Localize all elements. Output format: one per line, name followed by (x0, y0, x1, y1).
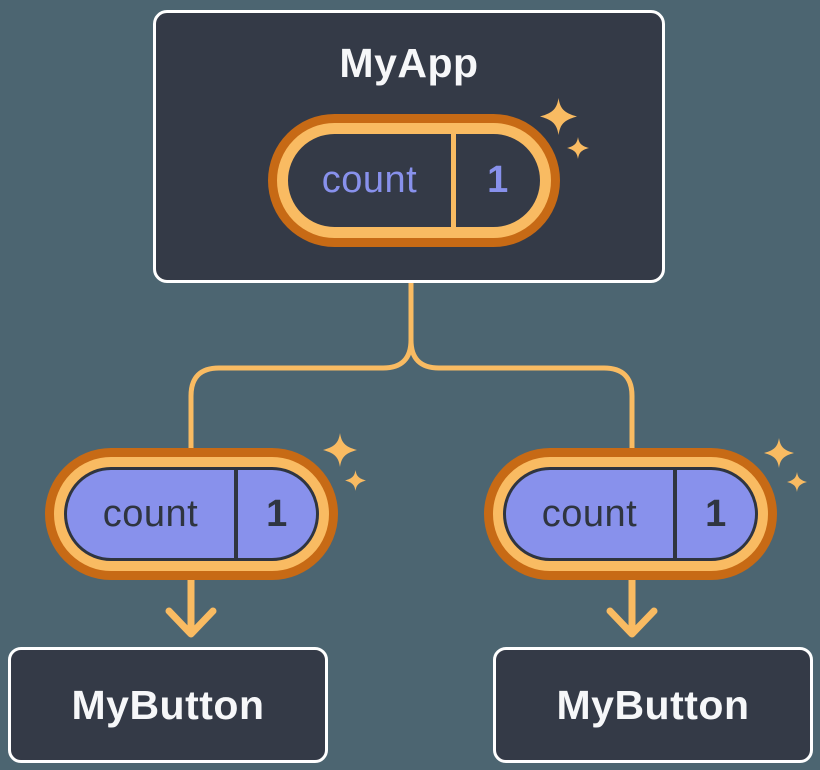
pill-divider (451, 134, 456, 227)
sparkle-icon (540, 98, 577, 135)
state-name-label: count (321, 159, 418, 201)
prop-value: 1 (705, 492, 727, 535)
mybutton-component-box-left: MyButton (8, 647, 328, 763)
prop-pill-body: count 1 (503, 467, 758, 561)
sparkle-icon (345, 470, 366, 491)
branch-left-line (188, 283, 414, 452)
mybutton-prop-pill-right: count 1 (493, 457, 768, 571)
prop-name-label: count (102, 492, 199, 535)
state-value: 1 (487, 159, 509, 201)
prop-pill-body: count 1 (64, 467, 319, 561)
mybutton-prop-pill-left: count 1 (54, 457, 329, 571)
mybutton-title-left: MyButton (71, 681, 265, 728)
sparkle-icon (764, 438, 794, 468)
mybutton-title-right: MyButton (556, 681, 750, 728)
myapp-state-pill: count 1 (277, 123, 551, 238)
arrow-down-left-icon (165, 571, 217, 638)
sparkle-icon (323, 433, 357, 467)
mybutton-component-box-right: MyButton (493, 647, 813, 763)
pill-divider (673, 470, 677, 558)
arrow-down-right-icon (606, 571, 658, 638)
prop-name-label: count (541, 492, 638, 535)
pill-divider (234, 470, 238, 558)
sparkle-icon (787, 472, 807, 492)
myapp-title: MyApp (339, 40, 479, 86)
branch-right-line (408, 283, 635, 452)
sparkle-icon (567, 137, 589, 159)
prop-value: 1 (266, 492, 288, 535)
